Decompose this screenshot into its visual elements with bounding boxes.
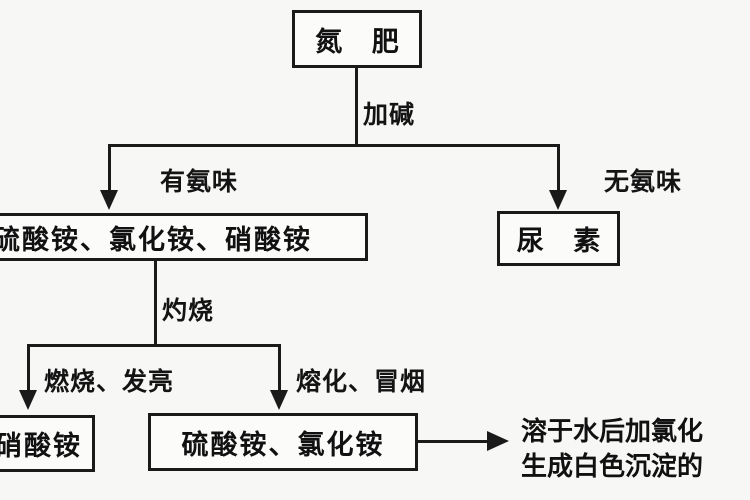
edge-label-ignite: 灼烧 [162,296,215,325]
edge-ignite-stem [154,261,157,345]
edge-barium-test-line [418,440,490,443]
edge-root-stem [355,68,358,146]
edge-label-has-ammonia-smell: 有氨味 [160,167,239,196]
edge-split-bar-level1 [108,144,560,147]
node-nitrogen-fertilizer-label: 氮 肥 [315,26,409,58]
arrowhead-left-level2-icon [19,390,37,410]
node-nitrogen-fertilizer: 氮 肥 [292,10,422,68]
node-ammonium-nitrate-label: 硝酸铵 [0,431,82,462]
arrowhead-left-level1-icon [100,190,118,210]
node-ammonium-salts-label: 硫酸铵、氯化铵、硝酸铵 [0,224,312,256]
edge-branch-right-level1 [557,144,560,194]
node-ammonium-salts: 硫酸铵、氯化铵、硝酸铵 [0,213,368,261]
edge-branch-left-level1 [108,144,111,194]
arrowhead-right-level2-icon [270,390,288,410]
edge-label-burn-bright: 燃烧、发亮 [44,367,175,396]
edge-branch-right-level2 [278,344,281,394]
arrowhead-barium-test-icon [487,431,509,451]
edge-branch-left-level2 [27,344,30,394]
edge-label-add-alkali: 加碱 [363,100,416,129]
node-ammonium-nitrate: 硝酸铵 [0,415,95,472]
annotation-barium-test-line1: 溶于水后加氯化 [521,417,704,447]
annotation-barium-test-line2: 生成白色沉淀的 [521,452,704,482]
edge-split-bar-level2 [27,344,281,347]
node-urea: 尿 素 [497,211,620,266]
edge-label-no-ammonia-smell: 无氨味 [604,167,683,196]
edge-label-melt-smoke: 熔化、冒烟 [296,367,427,396]
node-urea-label: 尿 素 [516,226,611,257]
node-sulfate-chloride: 硫酸铵、氯化铵 [148,413,418,471]
arrowhead-right-level1-icon [549,190,567,210]
node-sulfate-chloride-label: 硫酸铵、氯化铵 [181,429,385,461]
